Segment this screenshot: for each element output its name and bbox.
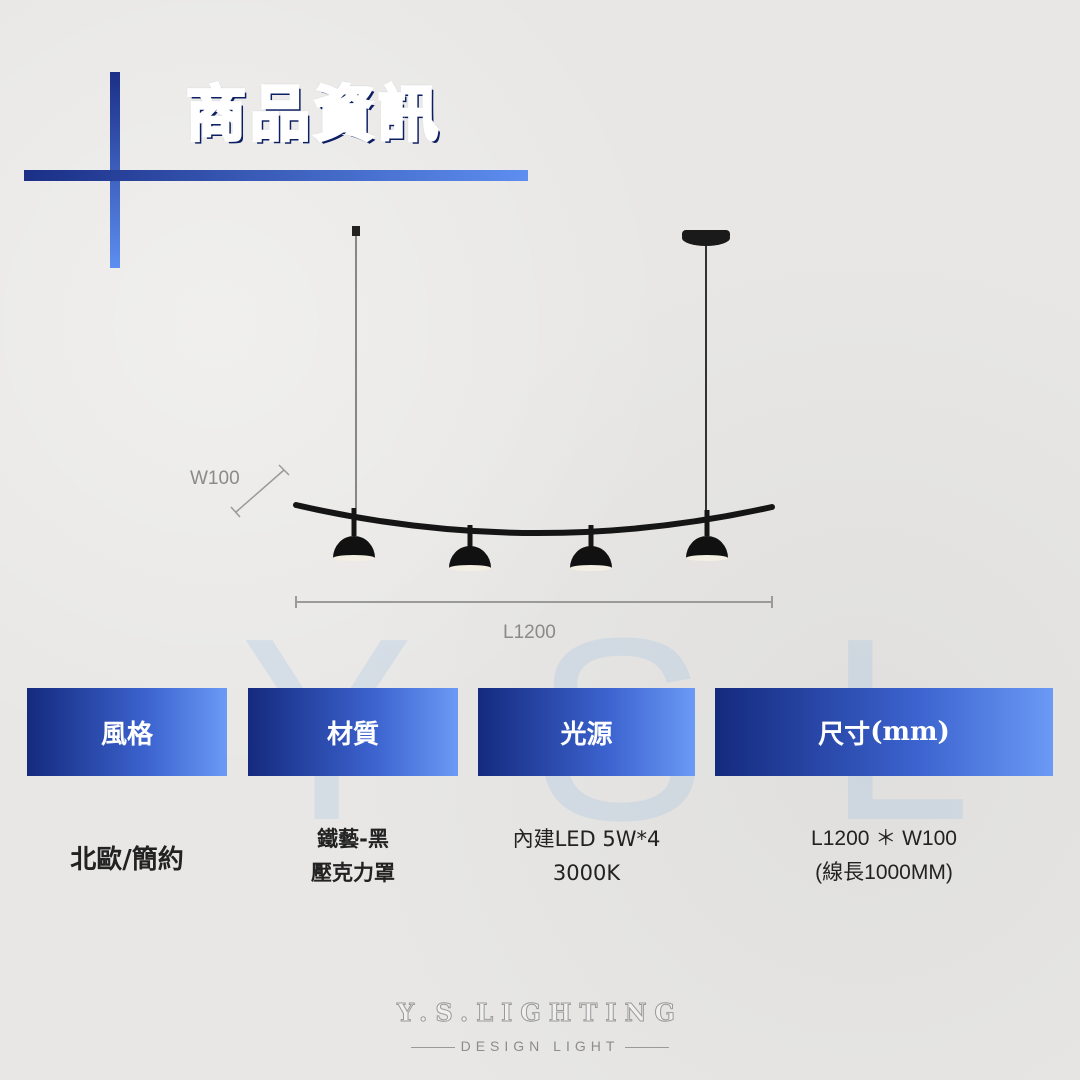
brand-tagline-text: DESIGN LIGHT bbox=[460, 1038, 620, 1054]
value-size: L1200 ＊ W100 (線長1000MM) bbox=[715, 822, 1053, 890]
page-title: 商品資訊 bbox=[185, 79, 442, 152]
width-dimension-line bbox=[235, 469, 285, 513]
lamp-shade-2 bbox=[449, 525, 491, 571]
value-material: 鐵藝-黑 壓克力罩 bbox=[248, 822, 458, 890]
header-light-source: 光源 bbox=[478, 688, 695, 776]
value-size-line-2: (線長1000MM) bbox=[815, 861, 953, 884]
value-light-source: 內建LED 5W*4 3000K bbox=[478, 822, 695, 890]
curved-arm bbox=[293, 502, 775, 536]
width-dimension-label: W100 bbox=[190, 468, 240, 489]
header-style-label: 風格 bbox=[100, 719, 153, 750]
lamp-shade-4 bbox=[686, 510, 728, 561]
header-material-label: 材質 bbox=[326, 719, 379, 750]
value-material-line-1: 鐵藝-黑 bbox=[317, 827, 389, 851]
lamp-shade-3 bbox=[570, 525, 612, 571]
header-material: 材質 bbox=[248, 688, 458, 776]
lamp-shade-1 bbox=[333, 508, 375, 561]
header-size-unit: (mm) bbox=[870, 717, 950, 747]
value-style: 北歐/簡約 bbox=[27, 822, 227, 898]
value-style-text: 北歐/簡約 bbox=[70, 845, 184, 875]
value-light-line-2: 3000K bbox=[552, 861, 621, 885]
left-wire-clip bbox=[352, 226, 360, 236]
header-style: 風格 bbox=[27, 688, 227, 776]
header-light-label: 光源 bbox=[560, 719, 613, 750]
value-material-line-2: 壓克力罩 bbox=[311, 861, 395, 885]
header-size: 尺寸(mm) bbox=[715, 688, 1053, 776]
brand-tagline: DESIGN LIGHT bbox=[0, 1038, 1080, 1054]
length-dimension-label: L1200 bbox=[503, 622, 556, 643]
value-light-line-1: 內建LED 5W*4 bbox=[512, 827, 661, 851]
value-size-line-1: L1200 ＊ W100 bbox=[811, 827, 957, 850]
header-size-label: 尺寸 bbox=[818, 719, 871, 750]
brand-logo-text: Y.S.LIGHTING bbox=[396, 998, 684, 1028]
frame-horizontal-bar bbox=[24, 170, 528, 181]
